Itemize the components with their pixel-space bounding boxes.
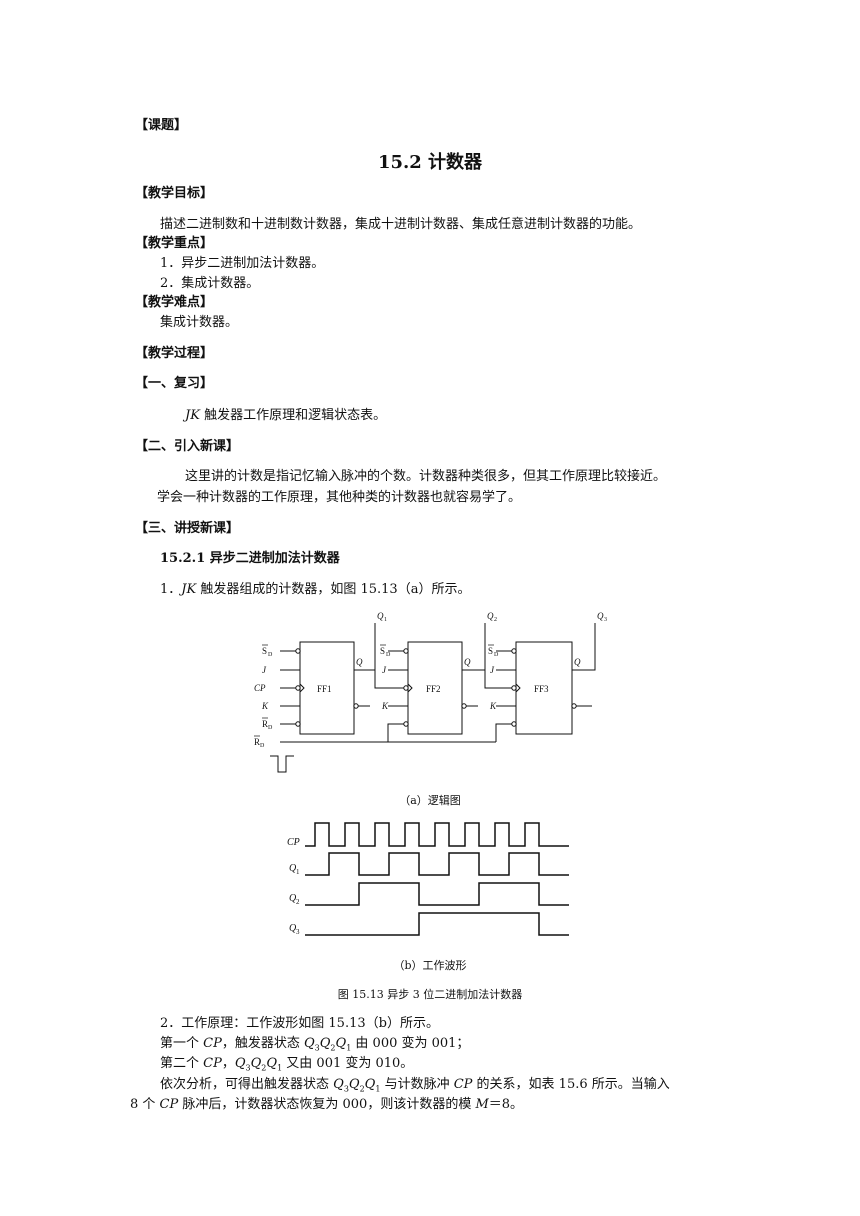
topic-label: 【课题】 (135, 118, 188, 133)
svg-text:S: S (262, 646, 267, 656)
svg-text:FF1: FF1 (317, 684, 332, 694)
svg-text:Q: Q (289, 893, 297, 904)
key-points-heading: 【教学重点】 (135, 236, 214, 251)
key-point-2: 2．集成计数器。 (160, 276, 260, 291)
svg-text:K: K (489, 701, 497, 711)
key-point-1: 1．异步二进制加法计数器。 (160, 256, 325, 271)
lecture-heading: 【三、讲授新课】 (135, 521, 240, 536)
review-text: JK 触发器工作原理和逻辑状态表。 (185, 408, 387, 423)
svg-text:Q: Q (597, 611, 604, 621)
svg-text:S: S (380, 646, 385, 656)
page-title: 15.2 计数器 (377, 152, 483, 173)
principle-line-3: 第二个 CP，Q3Q2Q1 又由 001 变为 010。 (160, 1056, 414, 1073)
svg-text:Q: Q (356, 657, 363, 667)
svg-text:Q: Q (464, 657, 471, 667)
svg-text:D: D (260, 743, 265, 749)
svg-text:3: 3 (604, 617, 607, 623)
svg-text:CP: CP (287, 837, 300, 848)
caption-b: （b）工作波形 (393, 959, 467, 972)
intro-line-1: 这里讲的计数是指记忆输入脉冲的个数。计数器种类很多，但其工作原理比较接近。 (185, 469, 667, 484)
svg-text:2: 2 (494, 617, 497, 623)
subsection-title: 15.2.1 异步二进制加法计数器 (160, 551, 340, 566)
svg-text:Q: Q (377, 611, 384, 621)
svg-text:J: J (262, 665, 267, 675)
svg-text:J: J (490, 665, 495, 675)
svg-text:3: 3 (296, 928, 300, 936)
svg-text:FF2: FF2 (426, 684, 441, 694)
principle-line-2: 第一个 CP，触发器状态 Q3Q2Q1 由 000 变为 001； (160, 1036, 470, 1053)
svg-text:FF3: FF3 (534, 684, 549, 694)
lecture-item-1: 1．JK 触发器组成的计数器，如图 15.13（a）所示。 (160, 582, 471, 597)
svg-text:1: 1 (296, 868, 300, 876)
svg-text:K: K (381, 701, 389, 711)
svg-text:S: S (488, 646, 493, 656)
svg-text:K: K (261, 701, 269, 711)
svg-text:R: R (254, 737, 260, 747)
svg-text:Q: Q (574, 657, 581, 667)
process-heading: 【教学过程】 (135, 346, 214, 361)
svg-text:R: R (262, 719, 268, 729)
difficulties-heading: 【教学难点】 (135, 295, 214, 310)
objectives-text: 描述二进制数和十进制数计数器，集成十进制计数器、集成任意进制计数器的功能。 (160, 217, 642, 232)
objectives-heading: 【教学目标】 (135, 186, 214, 201)
svg-text:CP: CP (254, 683, 266, 693)
intro-heading: 【二、引入新课】 (135, 439, 240, 454)
difficulties-text: 集成计数器。 (160, 315, 239, 330)
svg-text:J: J (382, 665, 387, 675)
svg-text:Q: Q (487, 611, 494, 621)
intro-line-2: 学会一种计数器的工作原理，其他种类的计数器也就容易学了。 (157, 490, 522, 505)
figure-caption: 图 15.13 异步 3 位二进制加法计数器 (337, 988, 523, 1001)
svg-text:D: D (386, 652, 391, 658)
svg-text:Q: Q (289, 923, 297, 934)
svg-text:D: D (268, 725, 273, 731)
svg-text:D: D (268, 652, 273, 658)
principle-line-4: 依次分析，可得出触发器状态 Q3Q2Q1 与计数脉冲 CP 的关系，如表 15.… (160, 1077, 670, 1094)
svg-text:D: D (494, 652, 499, 658)
svg-text:Q: Q (289, 863, 297, 874)
svg-text:1: 1 (384, 617, 387, 623)
principle-line-1: 2．工作原理：工作波形如图 15.13（b）所示。 (160, 1016, 439, 1031)
caption-a: （a）逻辑图 (399, 794, 461, 807)
review-heading: 【一、复习】 (135, 376, 214, 391)
principle-line-5: 8 个 CP 脉冲后，计数器状态恢复为 000，则该计数器的模 M＝8。 (130, 1097, 524, 1112)
svg-text:2: 2 (296, 898, 300, 906)
